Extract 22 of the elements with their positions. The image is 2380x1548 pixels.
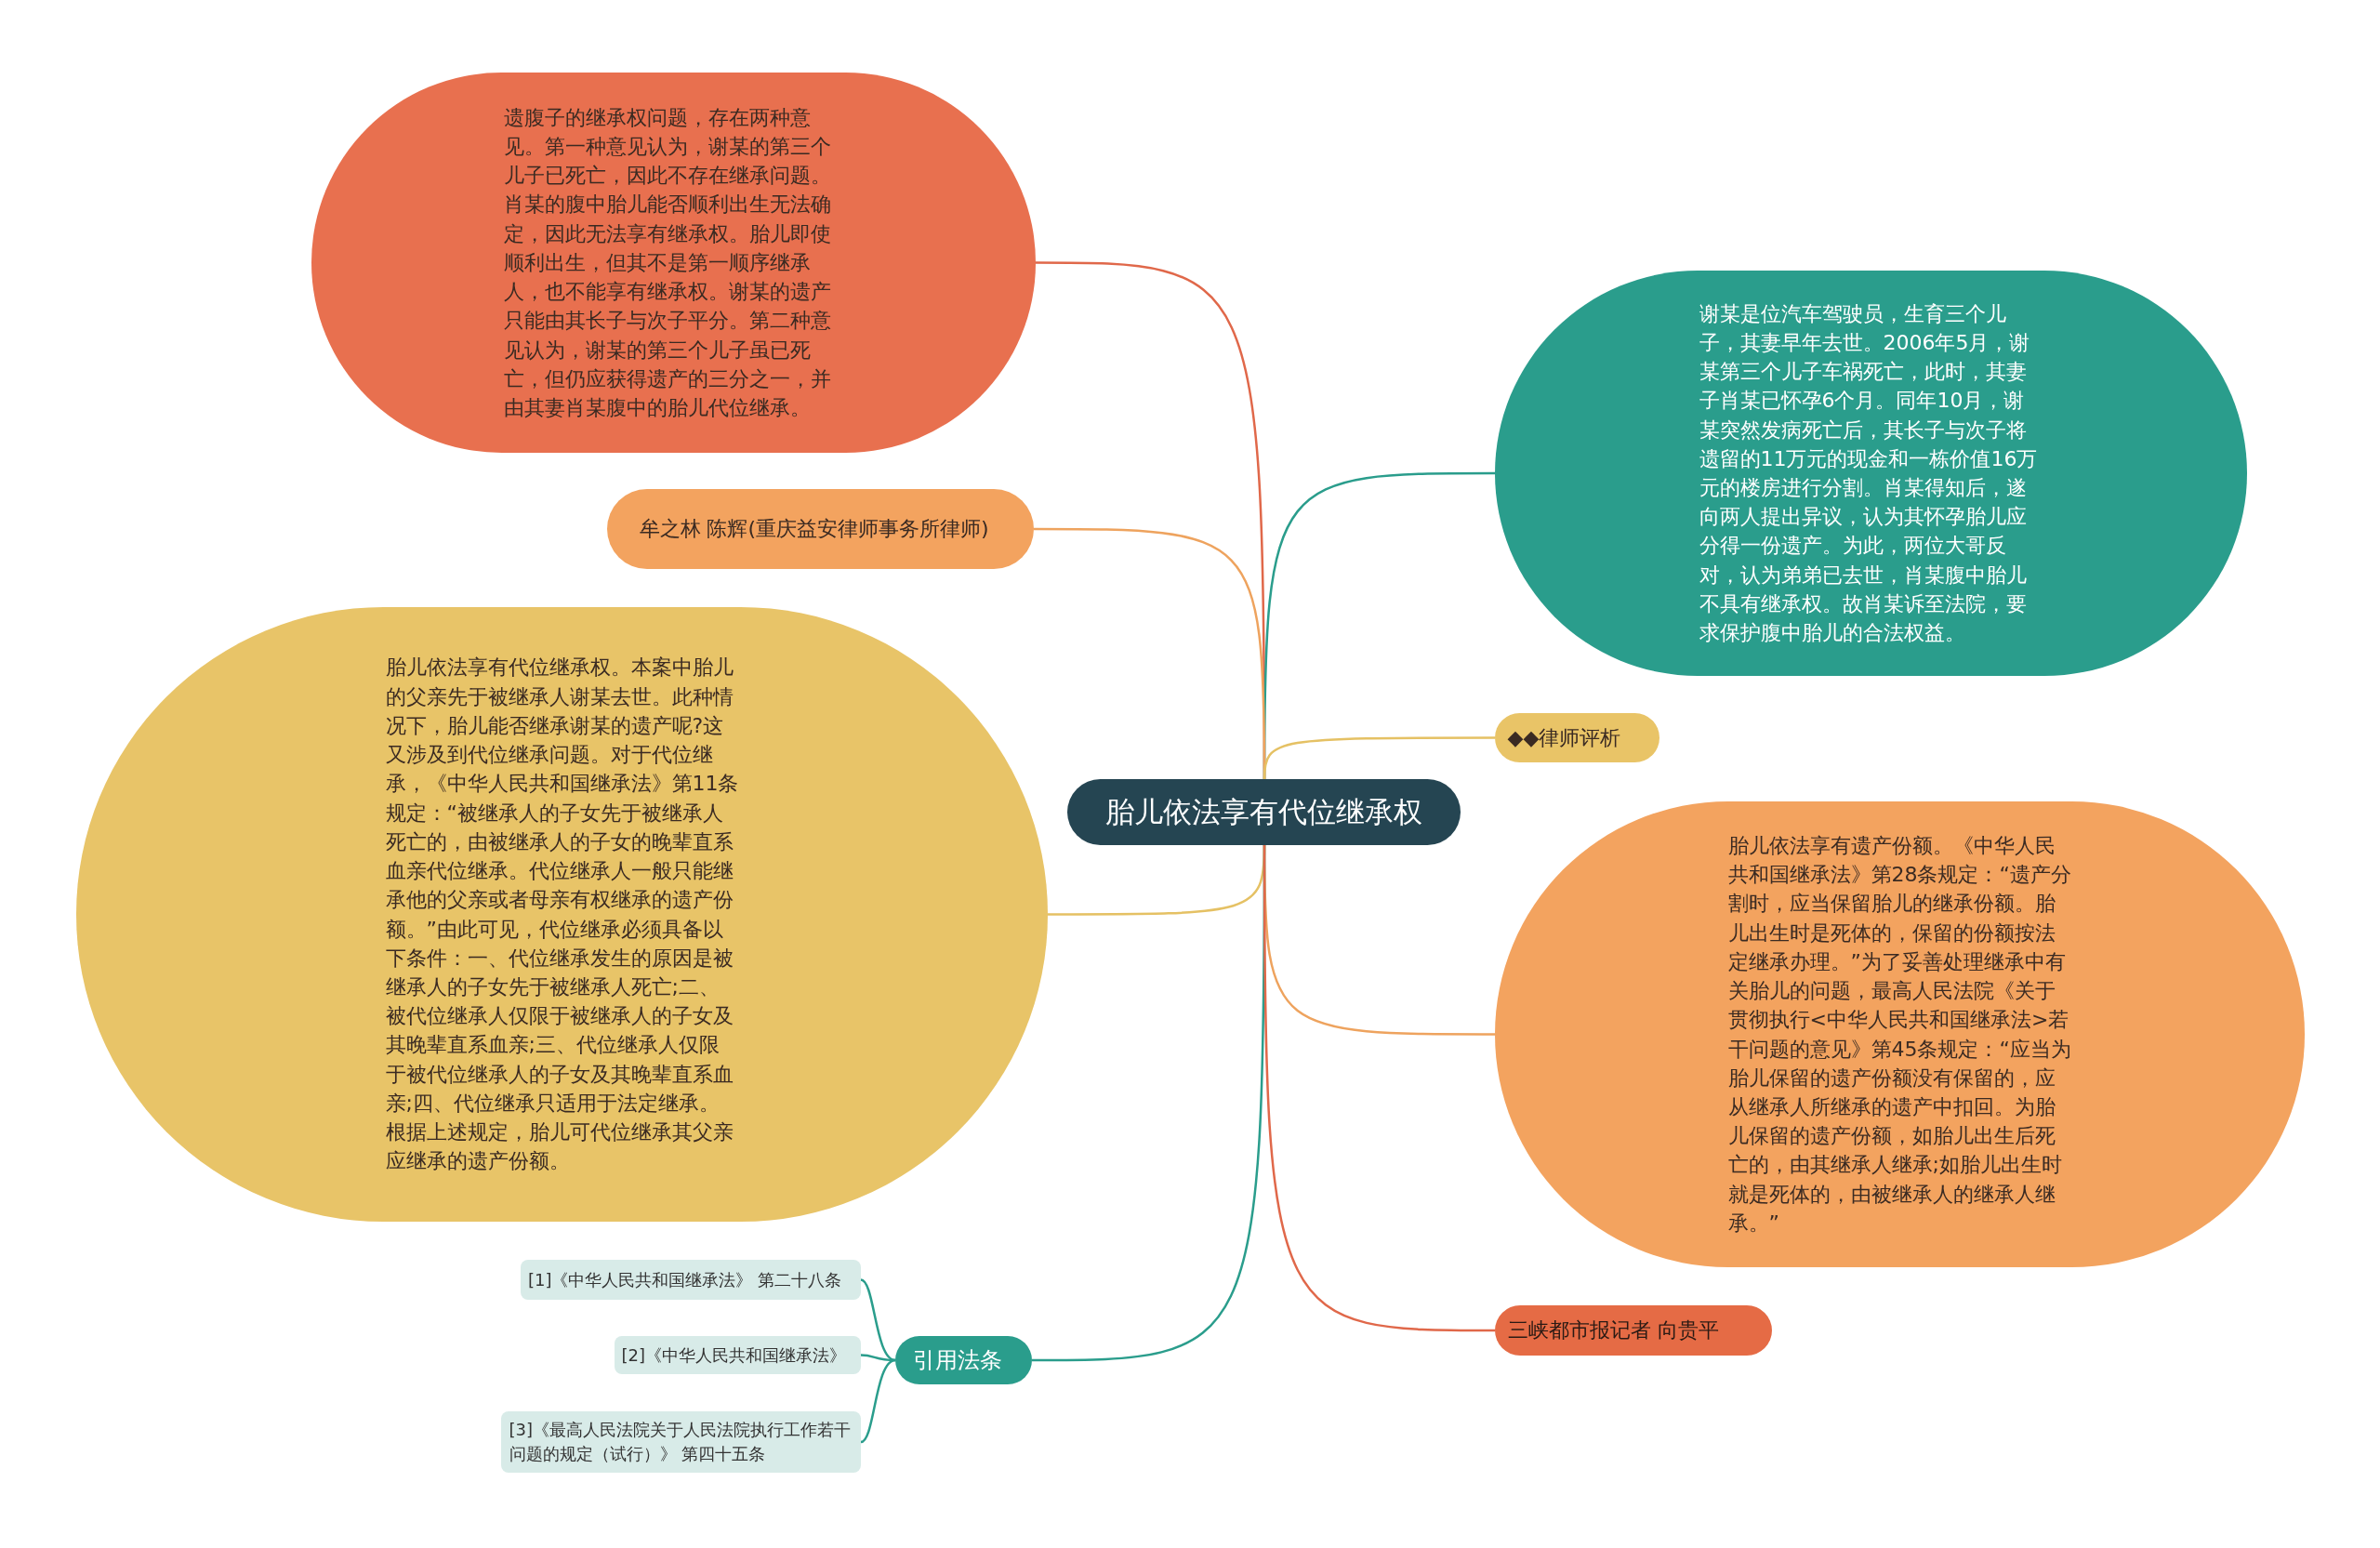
- node-text: 遗腹子的继承权问题，存在两种意见。第一种意见认为，谢某的第三个儿子已死亡，因此不存在继承问题。肖某的腹中胎儿能否顺利出生无法确定，因此无法享有继承权。胎儿即使顺利出生，但其不是第一顺序继承人，也不能享有继承权。谢某的遗产只能由其长子与次子平分。第二种意见认为，谢某的第三个儿子虽已死亡，但仍应获得遗产的三分之一，并由其妻肖某腹中的胎儿代位继承。: [504, 104, 832, 422]
- connector-line: [1263, 845, 1495, 1332]
- connector-line: [860, 1278, 896, 1362]
- reference-tag: [615, 1336, 861, 1374]
- reference-tag: [501, 1411, 861, 1473]
- reference-tag: [521, 1260, 861, 1300]
- node-text: 引用法条: [912, 1345, 1003, 1375]
- node-text: ◆◆律师评析: [1507, 724, 1622, 751]
- node-text: 胎儿依法享有代位继承权: [1104, 794, 1423, 831]
- node-text: 牟之林 陈辉(重庆益安律师事务所律师): [639, 516, 990, 543]
- connector-line: [1263, 736, 1495, 780]
- author-tag: [1495, 1305, 1772, 1356]
- node-text: [1]《中华人民共和国继承法》 第二十八条: [528, 1268, 843, 1291]
- connector-line: [860, 1358, 896, 1444]
- node-text: [3]《最高人民法院关于人民法院执行工作若干问题的规定（试行）》 第四十五条: [509, 1419, 852, 1465]
- node-text: 谢某是位汽车驾驶员，生育三个儿子，其妻早年去世。2006年5月，谢某第三个儿子车祸死亡，此时，其妻子肖某已怀孕6个月。同年10月，谢某突然发病死亡后，其长子与次子将遗留的11万元的现金和一栋价值16万元的楼房进行分割。肖某得知后，遂向两人提出异议，认为其怀孕胎儿应分得一份遗产。为此，两位大哥反对，认为弟弟已去世，肖某腹中胎儿不具有继承权。故肖某诉至法院，要求保护腹中胎儿的合法权益。: [1699, 300, 2039, 647]
- node-text: 三峡都市报记者 向贵平: [1508, 1317, 1720, 1344]
- node-text: 胎儿依法享有遗产份额。《中华人民共和国继承法》第28条规定：“遗产分割时，应当保留胎儿的继承份额。胎儿出生时是死体的，保留的份额按法定继承办理。”为了妥善处理继承中有关胎儿的问题，最高人民法院《关于贯彻执行<中华人民共和国继承法>若干问题的意见》第45条规定：“应当为胎儿保留的遗产份额没有保留的，应从继承人所继承的遗产中扣回。为胎儿保留的遗产份额，如胎儿出生后死亡的，由其继承人继承;如胎儿出生时就是死体的，由被继承人的继承人继承。”: [1727, 832, 2072, 1237]
- node-text: [2]《中华人民共和国继承法》: [621, 1343, 847, 1367]
- node-text: 胎儿依法享有代位继承权。本案中胎儿的父亲先于被继承人谢某去世。此种情况下，胎儿能否继承谢某的遗产呢?这又涉及到代位继承问题。对于代位继承，《中华人民共和国继承法》第11条规定：“被继承人的子女先于被继承人死亡的，由被继承人的子女的晚辈直系血亲代位继承。代位继承人一般只能继承他的父亲或者母亲有权继承的遗产份额。”由此可见，代位继承必须具备以下条件：一、代位继承发生的原因是被继承人的子女先于被继承人死亡;二、被代位继承人仅限于被继承人的子女及其晚辈直系血亲;三、代位继承人仅限于被代位继承人的子女及其晚辈直系血亲;四、代位继承只适用于法定继承。根据上述规定，胎儿可代位继承其父亲应继承的遗产份额。: [385, 655, 739, 1175]
- section-tag: [1495, 713, 1659, 762]
- branch-topic: [895, 1336, 1032, 1384]
